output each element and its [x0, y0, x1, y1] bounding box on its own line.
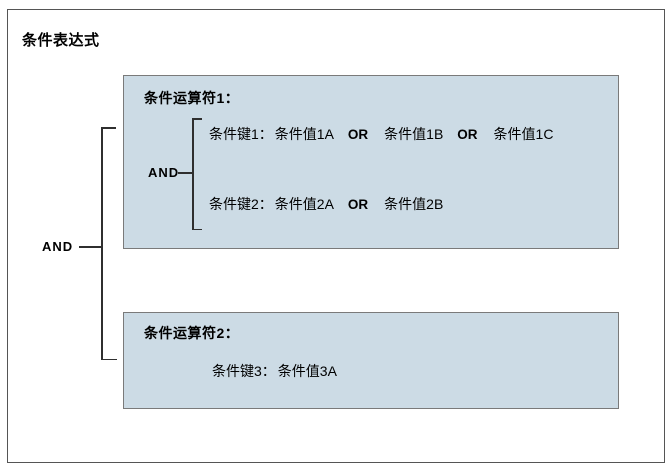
outer-bracket-top-serif — [101, 127, 116, 129]
or-operator: OR — [347, 197, 369, 212]
condition-key-2: 条件键2： — [209, 196, 273, 212]
condition-value-2a: 条件值2A — [274, 196, 334, 212]
condition-value-1b: 条件值1B — [384, 126, 444, 142]
condition-row-3: 条件键3： 条件值3A — [212, 361, 337, 381]
group1-and-connector-line — [178, 172, 192, 174]
condition-value-1a: 条件值1A — [274, 126, 334, 142]
outer-bracket-vertical-line — [101, 127, 103, 360]
group1-and-label: AND — [148, 165, 180, 180]
group1-bracket-bottom-serif — [192, 228, 202, 230]
condition-value-3a: 条件值3A — [277, 363, 337, 379]
condition-group-2-box: 条件运算符2： 条件键3： 条件值3A — [123, 312, 619, 409]
outer-and-connector-line — [79, 246, 102, 248]
or-operator: OR — [347, 127, 369, 142]
condition-group-1-box: 条件运算符1： AND 条件键1： 条件值1A OR 条件值1B OR 条件值1… — [123, 75, 619, 249]
or-operator: OR — [457, 127, 478, 142]
condition-group-2-header: 条件运算符2： — [144, 325, 240, 341]
group1-bracket-top-serif — [192, 118, 202, 120]
diagram-outer-frame — [7, 9, 665, 463]
condition-group-1-header: 条件运算符1： — [144, 90, 240, 106]
group1-bracket-vertical-line — [192, 118, 194, 230]
outer-and-label: AND — [42, 239, 74, 254]
condition-key-1: 条件键1： — [209, 126, 273, 142]
condition-value-1c: 条件值1C — [493, 126, 554, 142]
condition-row-2: 条件键2： 条件值2A OR 条件值2B — [209, 194, 443, 214]
outer-bracket-bottom-serif — [101, 358, 117, 360]
condition-row-1: 条件键1： 条件值1A OR 条件值1B OR 条件值1C — [209, 124, 553, 144]
diagram-title: 条件表达式 — [22, 32, 100, 49]
condition-value-2b: 条件值2B — [384, 196, 444, 212]
condition-key-3: 条件键3： — [212, 363, 276, 379]
